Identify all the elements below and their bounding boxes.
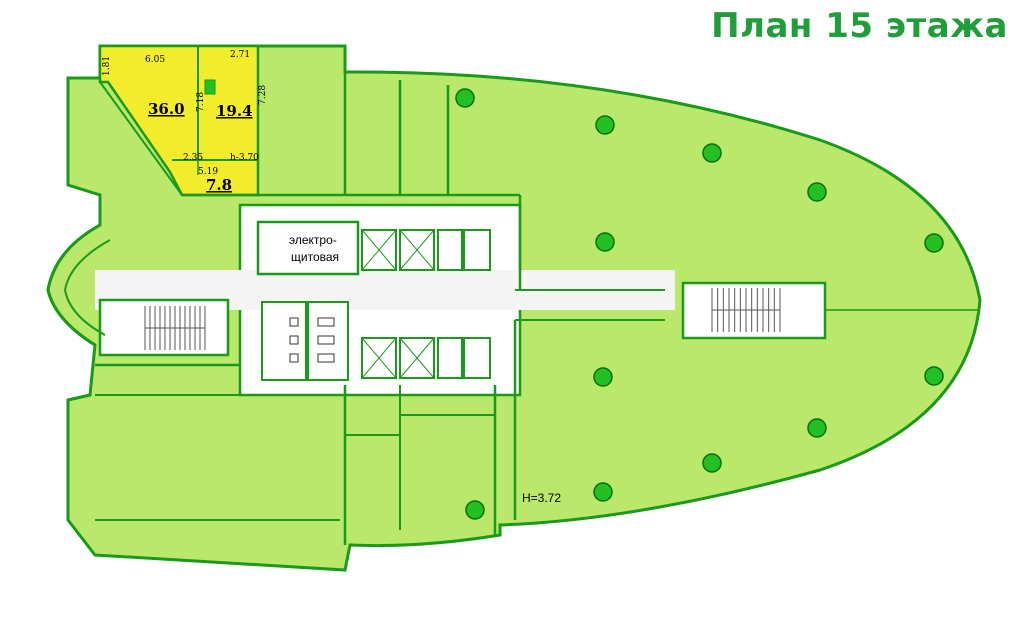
column-icon [455,88,475,108]
dimension-label: 7.18 [196,92,206,112]
elevator-icon[interactable] [437,337,463,379]
column-icon [702,143,722,163]
room-area-label[interactable]: 36.0 [148,100,185,118]
elevator-cross [399,229,435,271]
elevator-cross [361,337,397,379]
column-icon [924,233,944,253]
page-title: План 15 этажа [711,6,1008,46]
electrical-room-label: электро- [289,233,337,247]
stair-icon [711,288,781,332]
wall [99,81,183,196]
left-lobby [46,223,101,347]
room-area-label[interactable]: 7.8 [206,176,232,194]
column-icon [807,182,827,202]
dimension-label: 2.71 [230,50,250,60]
columns [455,88,944,520]
toilet-icon [289,317,299,327]
toilet-block[interactable] [261,301,307,381]
elevator-icon[interactable] [463,229,491,271]
dimension-label: 5.19 [198,167,218,177]
column-icon [924,366,944,386]
toilet-icon [317,317,335,327]
left-lobby-inner [63,239,111,336]
column-icon [807,418,827,438]
ceiling-height-label: H=3.72 [522,491,561,505]
toilet-icon [317,335,335,345]
dimension-label: 7.28 [258,85,268,105]
column-icon [465,500,485,520]
column-icon [702,453,722,473]
electrical-room-label: щитовая [291,250,339,264]
elevator-cross [361,229,397,271]
dimension-label: 6.05 [145,55,165,65]
column-marker [204,79,216,95]
column-icon [593,367,613,387]
dimension-label: h-3.70 [230,153,259,163]
toilet-icon [289,335,299,345]
highlighted-office[interactable] [98,44,260,197]
column-icon [595,232,615,252]
column-icon [593,482,613,502]
elevator-icon[interactable] [463,337,491,379]
dimension-label: 1.81 [102,56,112,76]
toilet-icon [317,353,335,363]
elevator-cross [399,337,435,379]
dimension-label: 2.35 [183,153,203,163]
toilet-icon [289,353,299,363]
room-area-label[interactable]: 19.4 [216,102,253,120]
column-icon [595,115,615,135]
electrical-room[interactable] [256,220,360,276]
elevator-icon[interactable] [437,229,463,271]
stair-icon [144,306,206,350]
